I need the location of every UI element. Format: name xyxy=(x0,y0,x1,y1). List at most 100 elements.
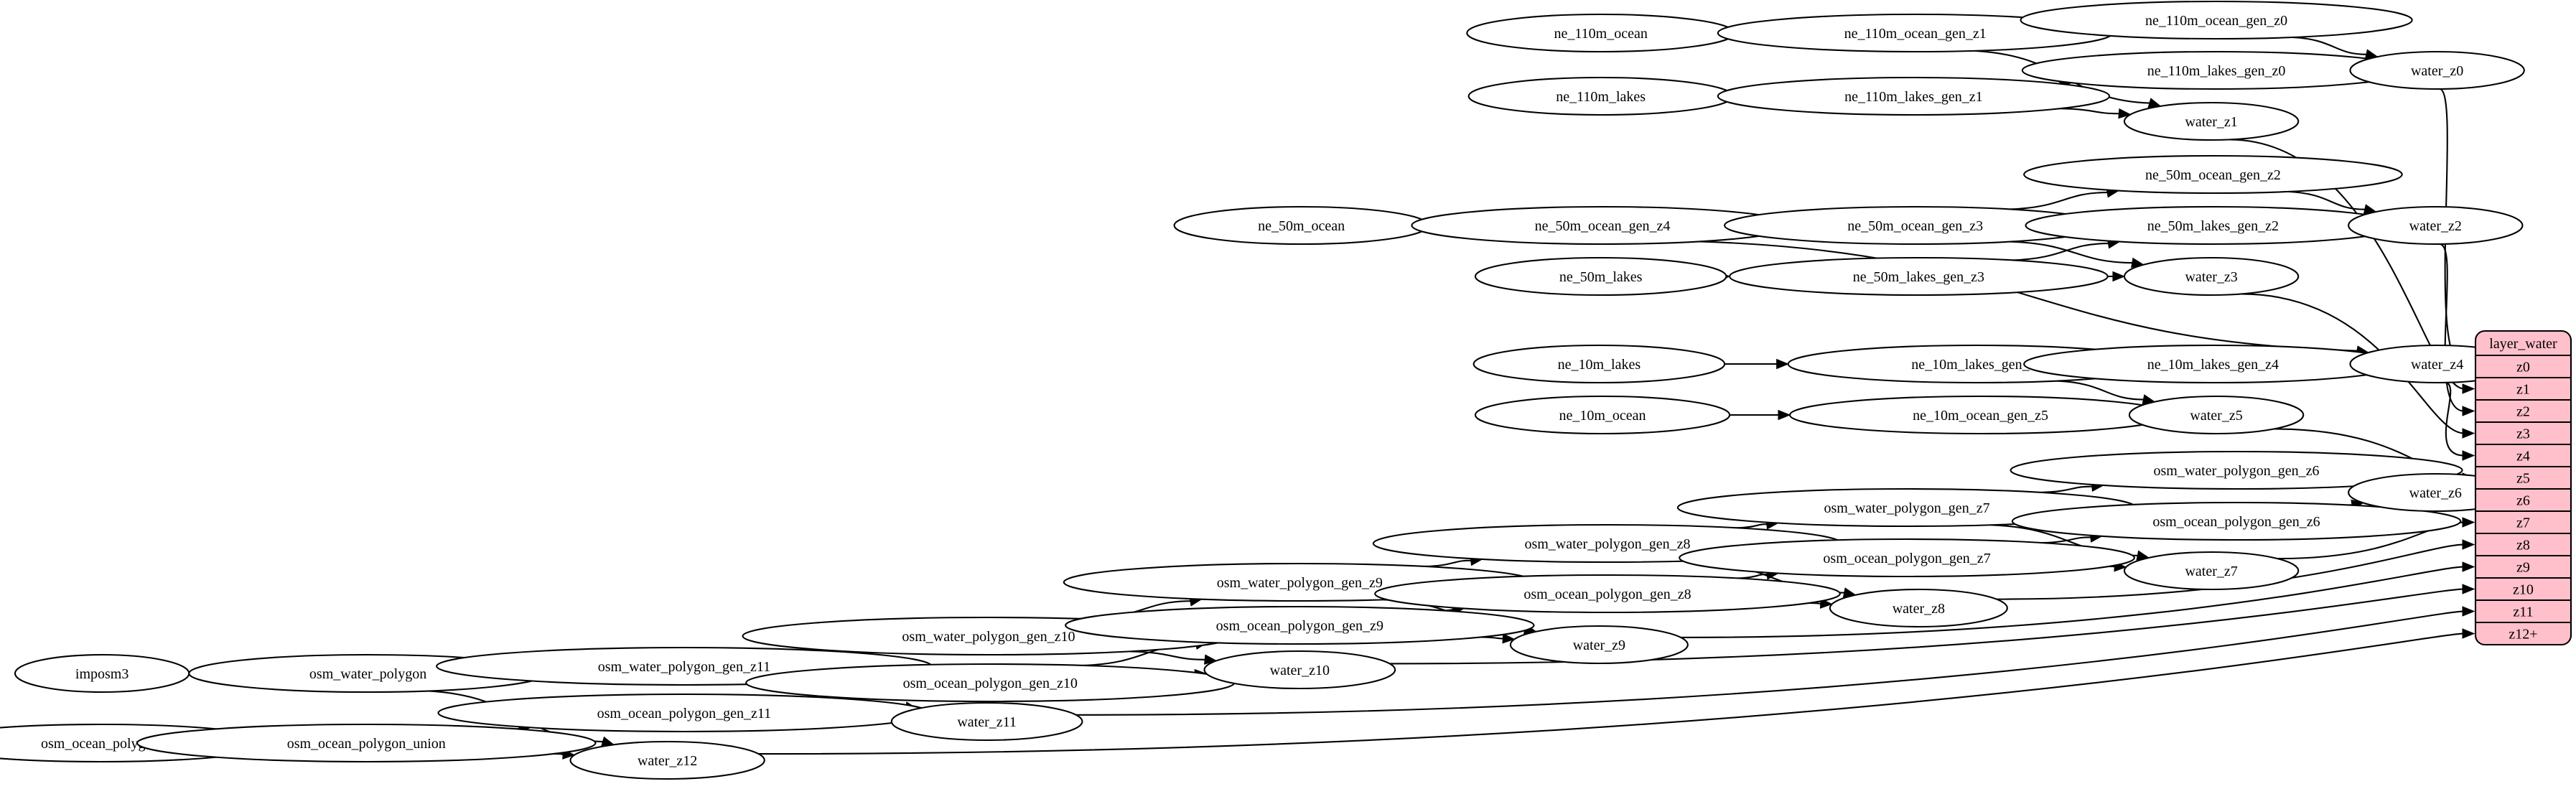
node-label: osm_ocean_polygon_gen_z6 xyxy=(2152,514,2320,530)
node-ellipse xyxy=(1474,395,1731,435)
node-label: imposm3 xyxy=(75,666,129,682)
node-ellipse xyxy=(1509,625,1689,665)
record-row-z0[interactable]: z0 xyxy=(2516,360,2530,375)
graph-node-osm_ocean_polygon_gen_z8[interactable]: osm_ocean_polygon_gen_z8 xyxy=(1374,574,1841,614)
graph-edge xyxy=(1129,650,1206,660)
node-label: water_z6 xyxy=(2409,485,2462,501)
record-row-z8[interactable]: z8 xyxy=(2516,538,2530,554)
node-label: ne_50m_lakes xyxy=(1559,269,1643,285)
graph-node-water_z12[interactable]: water_z12 xyxy=(569,740,765,780)
node-ellipse xyxy=(1829,588,2008,628)
node-label: water_z5 xyxy=(2190,408,2242,424)
graph-node-ne_50m_ocean[interactable]: ne_50m_ocean xyxy=(1173,205,1429,246)
graph-edge xyxy=(2287,190,2366,210)
graph-edge xyxy=(2060,108,2120,115)
node-label: osm_water_polygon_gen_z7 xyxy=(1824,500,1990,516)
node-label: ne_110m_ocean xyxy=(1554,26,1648,42)
node-ellipse xyxy=(2348,205,2524,246)
graph-node-ne_110m_ocean[interactable]: ne_110m_ocean xyxy=(1466,13,1736,53)
graph-node-ne_10m_lakes_gen_z4[interactable]: ne_10m_lakes_gen_z4 xyxy=(2023,344,2403,384)
graph-edge xyxy=(1075,610,2465,716)
node-label: ne_50m_lakes_gen_z2 xyxy=(2147,218,2279,234)
graph-node-ne_50m_lakes[interactable]: ne_50m_lakes xyxy=(1474,256,1727,297)
graph-node-ne_110m_lakes_gen_z1[interactable]: ne_110m_lakes_gen_z1 xyxy=(1717,76,2111,116)
record-row-label: z2 xyxy=(2516,404,2530,420)
node-ellipse xyxy=(2011,501,2462,541)
record-row-z3[interactable]: z3 xyxy=(2516,426,2530,442)
record-row-label: z6 xyxy=(2516,493,2530,509)
node-ellipse xyxy=(1203,650,1396,690)
record-row-z10[interactable]: z10 xyxy=(2513,582,2534,598)
graph-node-osm_ocean_polygon_gen_z10[interactable]: osm_ocean_polygon_gen_z10 xyxy=(745,663,1236,703)
graph-node-ne_110m_ocean_gen_z1[interactable]: ne_110m_ocean_gen_z1 xyxy=(1717,13,2114,53)
node-label: ne_10m_lakes_gen_z4 xyxy=(2147,357,2279,373)
record-row-label: z4 xyxy=(2516,449,2530,464)
graph-node-osm_ocean_polygon_union[interactable]: osm_ocean_polygon_union xyxy=(136,723,597,763)
edge-arrowhead xyxy=(1776,358,1789,370)
graph-node-ne_110m_lakes_gen_z0[interactable]: ne_110m_lakes_gen_z0 xyxy=(2021,50,2412,90)
graph-node-ne_50m_lakes_gen_z3[interactable]: ne_50m_lakes_gen_z3 xyxy=(1729,256,2109,297)
graph-edge xyxy=(1425,559,1472,568)
graph-node-ne_50m_lakes_gen_z2[interactable]: ne_50m_lakes_gen_z2 xyxy=(2025,205,2402,246)
graph-node-ne_110m_ocean_gen_z0[interactable]: ne_110m_ocean_gen_z0 xyxy=(2020,0,2413,40)
edge-arrowhead xyxy=(2462,517,2475,528)
node-label: water_z7 xyxy=(2185,564,2237,579)
graph-edge xyxy=(1389,588,2465,665)
node-label: osm_water_polygon xyxy=(309,666,426,682)
node-label: ne_10m_lakes_gen_z5 xyxy=(1911,357,2043,373)
graph-node-osm_water_polygon_gen_z6[interactable]: osm_water_polygon_gen_z6 xyxy=(2010,450,2463,490)
graph-node-osm_ocean_polygon_gen_z7[interactable]: osm_ocean_polygon_gen_z7 xyxy=(1679,538,2135,578)
node-label: osm_ocean_polygon_gen_z7 xyxy=(1823,551,1990,566)
record-row-z11[interactable]: z11 xyxy=(2513,604,2533,620)
graph-node-water_z1[interactable]: water_z1 xyxy=(2123,101,2300,141)
graph-node-osm_ocean_polygon_gen_z11[interactable]: osm_ocean_polygon_gen_z11 xyxy=(437,693,931,733)
graph-edge xyxy=(2439,243,2465,412)
record-row-z7[interactable]: z7 xyxy=(2516,515,2530,531)
node-label: osm_water_polygon_gen_z11 xyxy=(598,659,770,675)
graph-node-water_z8[interactable]: water_z8 xyxy=(1829,588,2008,628)
graph-node-water_z7[interactable]: water_z7 xyxy=(2123,551,2300,591)
graph-node-ne_10m_lakes[interactable]: ne_10m_lakes xyxy=(1473,344,1726,384)
graph-node-osm_ocean_polygon_gen_z9[interactable]: osm_ocean_polygon_gen_z9 xyxy=(1065,605,1535,645)
record-row-label: z1 xyxy=(2516,382,2530,398)
node-label: ne_110m_ocean_gen_z0 xyxy=(2145,13,2287,29)
node-label: water_z2 xyxy=(2409,218,2462,234)
graph-node-imposm3[interactable]: imposm3 xyxy=(14,653,190,694)
node-label: water_z0 xyxy=(2411,63,2463,79)
layer-water-record[interactable]: layer_waterz0z1z2z3z4z5z6z7z8z9z10z11z12… xyxy=(2474,330,2572,646)
graph-node-water_z10[interactable]: water_z10 xyxy=(1203,650,1396,690)
node-label: ne_110m_lakes xyxy=(1556,89,1646,105)
graph-edge xyxy=(2042,536,2091,544)
node-label: water_z4 xyxy=(2411,357,2463,373)
node-label: water_z9 xyxy=(1573,638,1625,653)
graph-node-ne_50m_ocean_gen_z2[interactable]: ne_50m_ocean_gen_z2 xyxy=(2023,154,2403,195)
graph-node-ne_10m_ocean[interactable]: ne_10m_ocean xyxy=(1474,395,1731,435)
record-row-z12+[interactable]: z12+ xyxy=(2509,627,2537,643)
record-row-z2[interactable]: z2 xyxy=(2516,404,2530,420)
node-label: osm_water_polygon_gen_z10 xyxy=(902,629,1075,645)
graph-edge xyxy=(2009,241,2133,264)
node-ellipse xyxy=(1679,538,2135,578)
record-row-z1[interactable]: z1 xyxy=(2516,382,2530,398)
record-row-z6[interactable]: z6 xyxy=(2516,493,2530,509)
graph-node-water_z9[interactable]: water_z9 xyxy=(1509,625,1689,665)
graph-node-water_z2[interactable]: water_z2 xyxy=(2348,205,2524,246)
record-row-z9[interactable]: z9 xyxy=(2516,560,2530,576)
record-row-z5[interactable]: z5 xyxy=(2516,471,2530,487)
edge-arrowhead xyxy=(2462,539,2475,550)
graph-node-ne_110m_lakes[interactable]: ne_110m_lakes xyxy=(1467,76,1734,116)
node-label: water_z10 xyxy=(1270,663,1330,678)
node-label: ne_10m_ocean xyxy=(1559,408,1646,424)
node-label: ne_50m_ocean_gen_z2 xyxy=(2145,167,2281,183)
graph-node-osm_ocean_polygon_gen_z6[interactable]: osm_ocean_polygon_gen_z6 xyxy=(2011,501,2462,541)
graph-edge xyxy=(758,632,2465,755)
record-row-z4[interactable]: z4 xyxy=(2516,449,2530,464)
graph-node-ne_10m_ocean_gen_z5[interactable]: ne_10m_ocean_gen_z5 xyxy=(1788,395,2173,435)
graph-node-water_z11[interactable]: water_z11 xyxy=(890,701,1083,742)
node-label: osm_ocean_polygon xyxy=(41,736,160,752)
graph-node-water_z0[interactable]: water_z0 xyxy=(2349,50,2525,90)
node-ellipse xyxy=(2349,50,2525,90)
node-label: water_z3 xyxy=(2185,269,2237,285)
graph-node-water_z5[interactable]: water_z5 xyxy=(2128,395,2305,435)
graph-node-water_z3[interactable]: water_z3 xyxy=(2123,256,2300,297)
